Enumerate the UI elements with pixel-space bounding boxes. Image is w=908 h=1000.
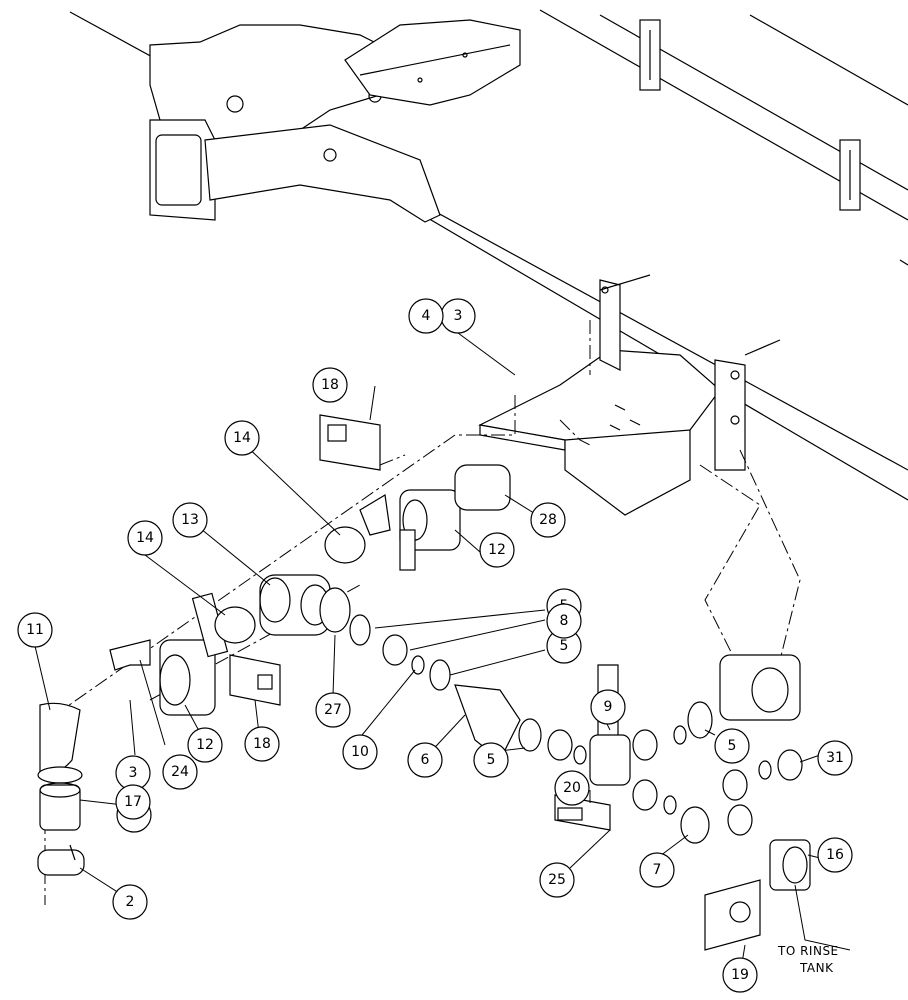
callout-8: 8 — [546, 603, 582, 639]
callout-16: 16 — [817, 837, 853, 873]
svg-text:5: 5 — [560, 638, 569, 654]
svg-text:5: 5 — [728, 738, 737, 754]
callout-6: 6 — [407, 742, 443, 778]
svg-text:8: 8 — [560, 613, 569, 629]
svg-text:TANK: TANK — [799, 961, 834, 975]
post-brackets — [639, 19, 861, 211]
plumbing-parts — [37, 414, 811, 951]
callout-18-upper: 18 — [312, 367, 348, 403]
svg-text:10: 10 — [351, 744, 369, 760]
callouts: 1 2 3 3 4 5 5 5 5 6 7 8 9 10 11 12 12 13… — [17, 298, 853, 993]
svg-text:17: 17 — [124, 794, 142, 810]
svg-text:12: 12 — [488, 542, 506, 558]
svg-text:9: 9 — [604, 699, 613, 715]
svg-text:27: 27 — [324, 702, 342, 718]
svg-text:18: 18 — [321, 377, 339, 393]
callout-5-lower: 5 — [473, 742, 509, 778]
callout-5-right: 5 — [714, 728, 750, 764]
callout-31: 31 — [817, 740, 853, 776]
svg-text:3: 3 — [454, 308, 463, 324]
callout-7: 7 — [639, 852, 675, 888]
callout-24: 24 — [162, 754, 198, 790]
svg-text:25: 25 — [548, 872, 566, 888]
callout-14-left: 14 — [127, 520, 163, 556]
svg-text:TO RINSE: TO RINSE — [777, 944, 839, 958]
callout-19: 19 — [722, 957, 758, 993]
svg-text:5: 5 — [487, 752, 496, 768]
callout-11: 11 — [17, 612, 53, 648]
rinse-tank-note: TO RINSE TANK — [777, 944, 839, 975]
hitch-tongue — [149, 19, 521, 223]
svg-text:14: 14 — [233, 430, 251, 446]
svg-text:4: 4 — [422, 308, 431, 324]
callout-4: 4 — [408, 298, 444, 334]
svg-text:24: 24 — [171, 764, 189, 780]
svg-text:18: 18 — [253, 736, 271, 752]
svg-text:11: 11 — [26, 622, 44, 638]
callout-18-lower: 18 — [244, 726, 280, 762]
svg-text:14: 14 — [136, 530, 154, 546]
mounting-plate — [478, 274, 781, 516]
svg-text:28: 28 — [539, 512, 557, 528]
callout-14-upper: 14 — [224, 420, 260, 456]
svg-text:13: 13 — [181, 512, 199, 528]
svg-text:6: 6 — [421, 752, 430, 768]
callout-17: 17 — [115, 784, 151, 820]
callout-25: 25 — [539, 862, 575, 898]
callout-20: 20 — [554, 770, 590, 806]
callout-9: 9 — [590, 689, 626, 725]
callout-28: 28 — [530, 502, 566, 538]
svg-text:12: 12 — [196, 737, 214, 753]
callout-2: 2 — [112, 884, 148, 920]
svg-text:3: 3 — [129, 765, 138, 781]
svg-text:2: 2 — [126, 894, 135, 910]
svg-text:31: 31 — [826, 750, 844, 766]
svg-text:16: 16 — [826, 847, 844, 863]
centerlines — [44, 320, 801, 905]
svg-text:19: 19 — [731, 967, 749, 983]
callout-13: 13 — [172, 502, 208, 538]
callout-12-lower: 12 — [187, 727, 223, 763]
callout-27: 27 — [315, 692, 351, 728]
callout-10: 10 — [342, 734, 378, 770]
svg-text:7: 7 — [653, 862, 662, 878]
callout-12-upper: 12 — [479, 532, 515, 568]
callout-3-upper: 3 — [440, 298, 476, 334]
svg-text:20: 20 — [563, 780, 581, 796]
